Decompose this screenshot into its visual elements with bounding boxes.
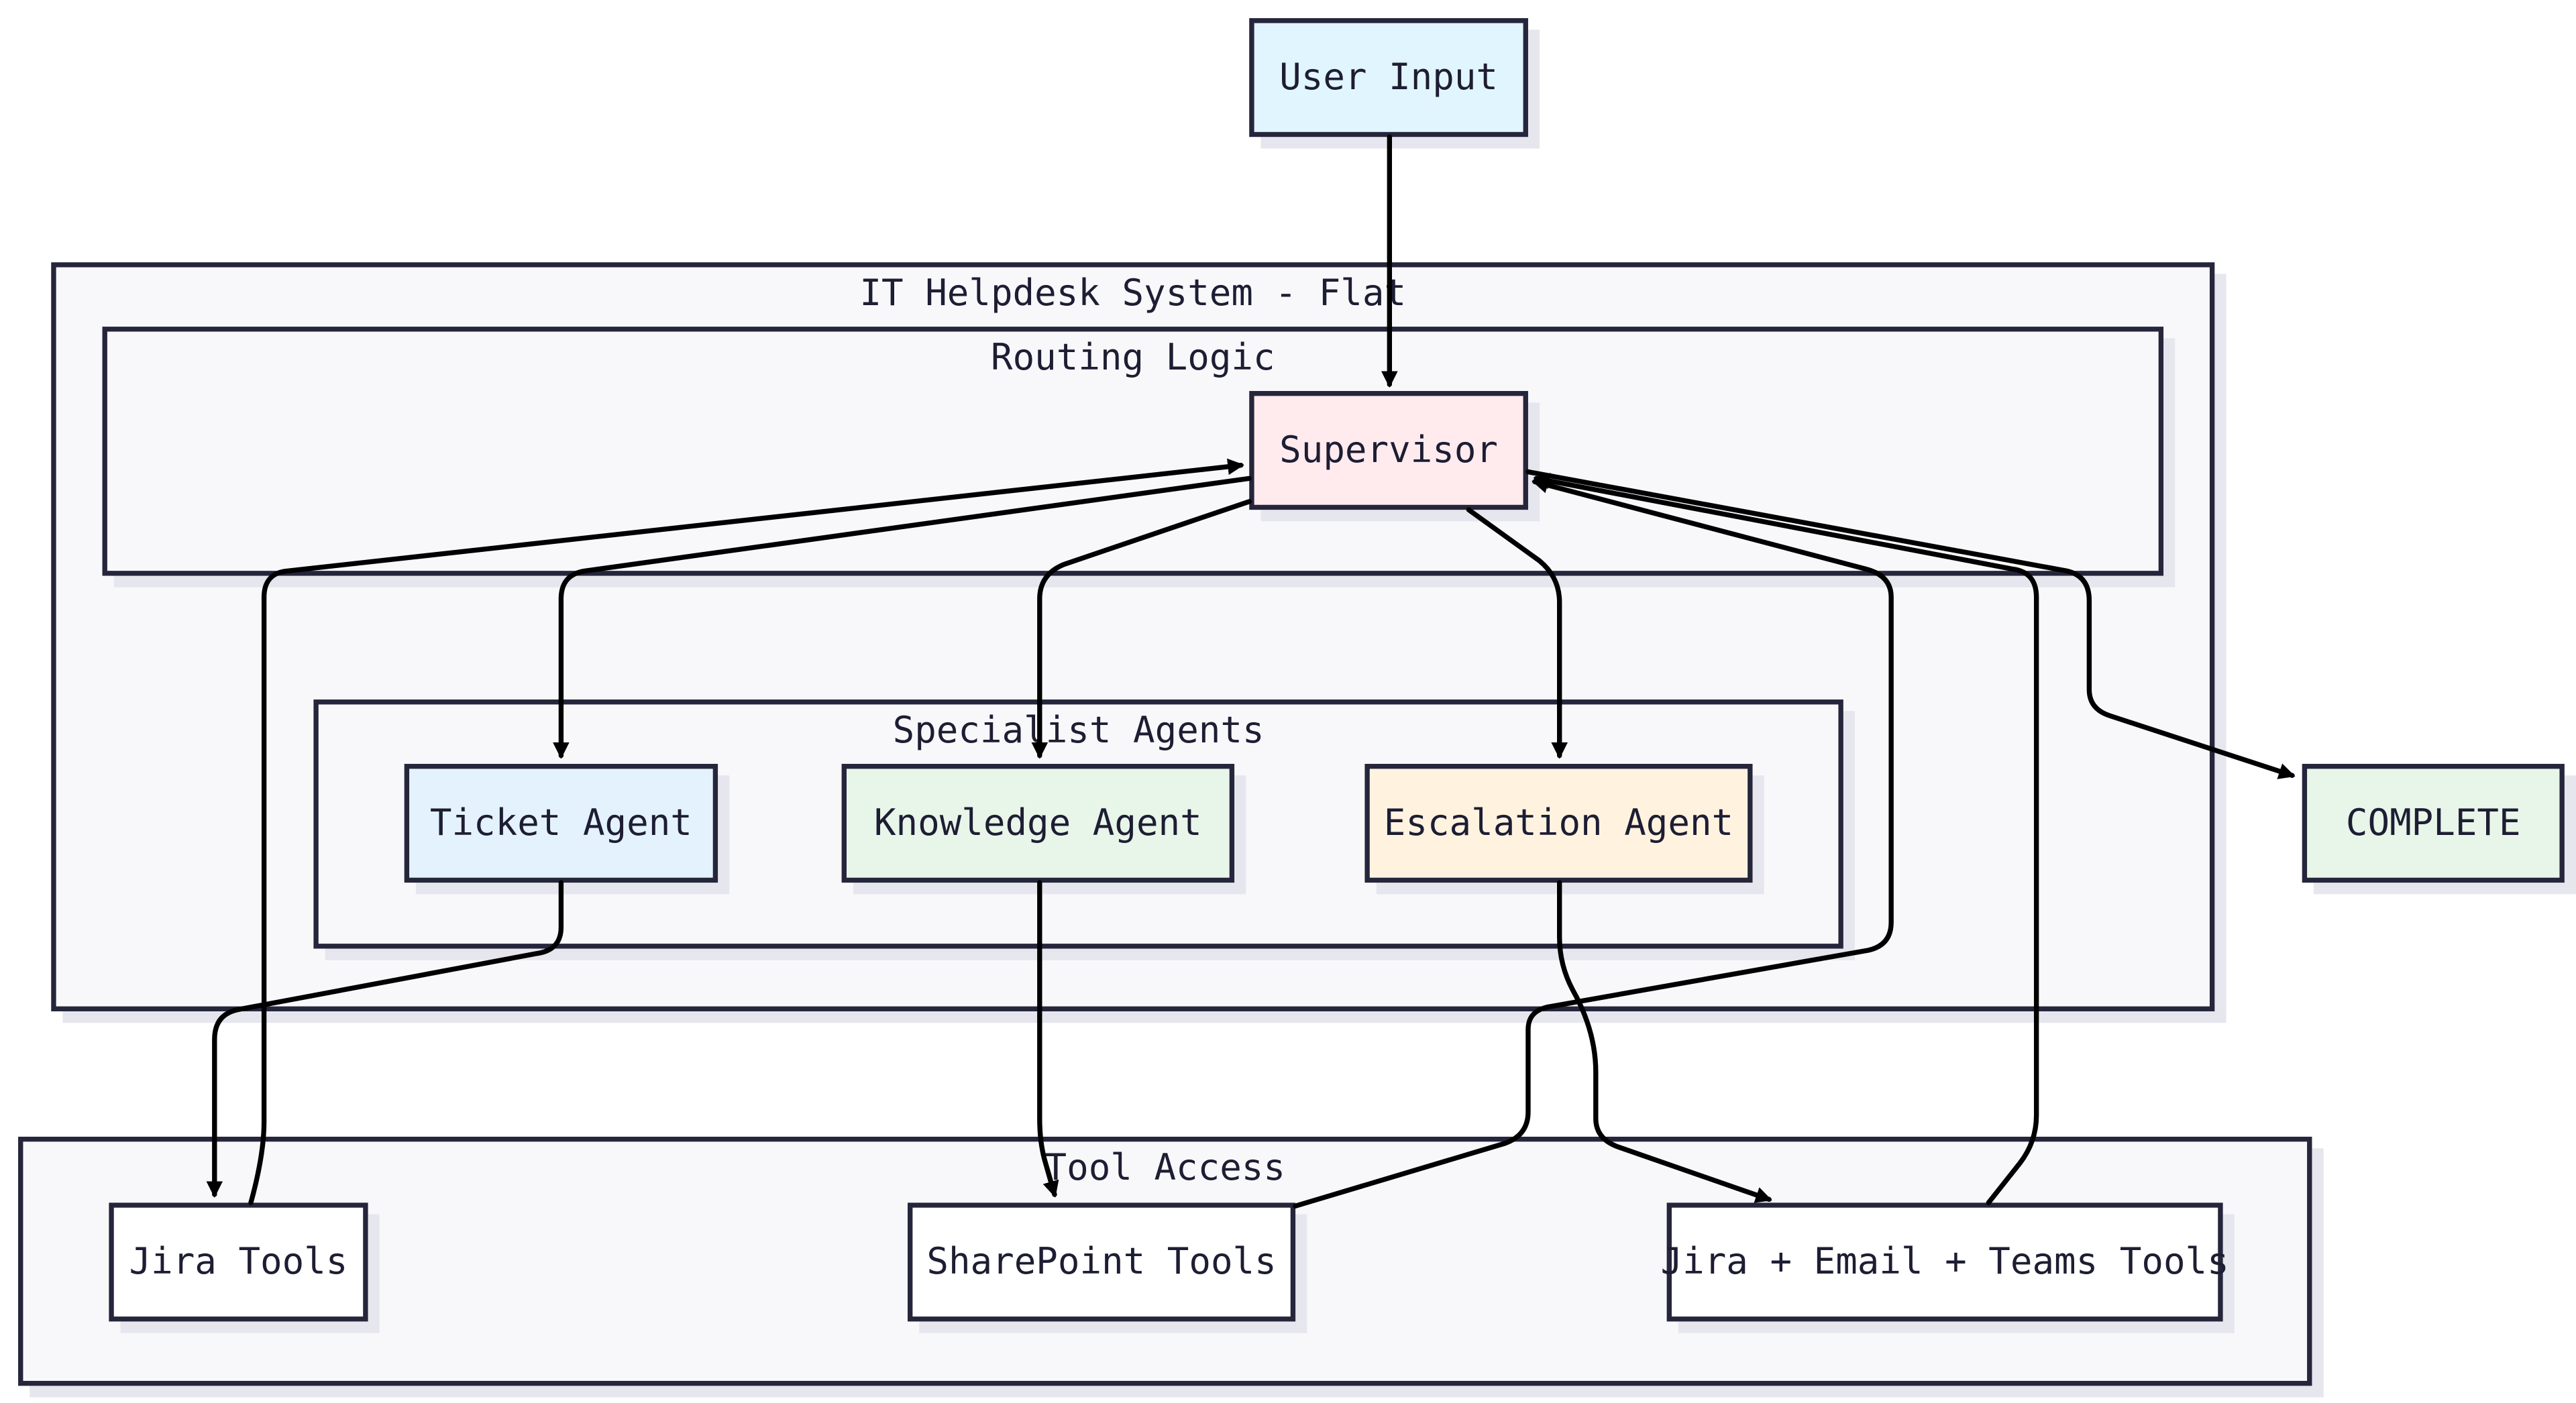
node-jira-email-teams-tools: Jira + Email + Teams Tools bbox=[1661, 1202, 2229, 1322]
node-escalation-agent: Escalation Agent bbox=[1364, 763, 1753, 883]
node-supervisor: Supervisor bbox=[1249, 391, 1528, 510]
node-ticket-agent: Ticket Agent bbox=[404, 763, 718, 883]
node-user-input: User Input bbox=[1249, 18, 1528, 137]
group-title-it-helpdesk-system: IT Helpdesk System - Flat bbox=[859, 274, 1407, 315]
group-title-specialist-agents: Specialist Agents bbox=[892, 711, 1265, 752]
node-jira-tools: Jira Tools bbox=[109, 1202, 368, 1322]
node-complete: COMPLETE bbox=[2302, 763, 2565, 883]
node-knowledge-agent: Knowledge Agent bbox=[841, 763, 1235, 883]
group-title-tool-access: Tool Access bbox=[1044, 1148, 1285, 1190]
group-title-routing-logic: Routing Logic bbox=[990, 338, 1275, 380]
group-routing-logic: Routing Logic bbox=[102, 327, 2164, 576]
node-sharepoint-tools: SharePoint Tools bbox=[908, 1202, 1296, 1322]
